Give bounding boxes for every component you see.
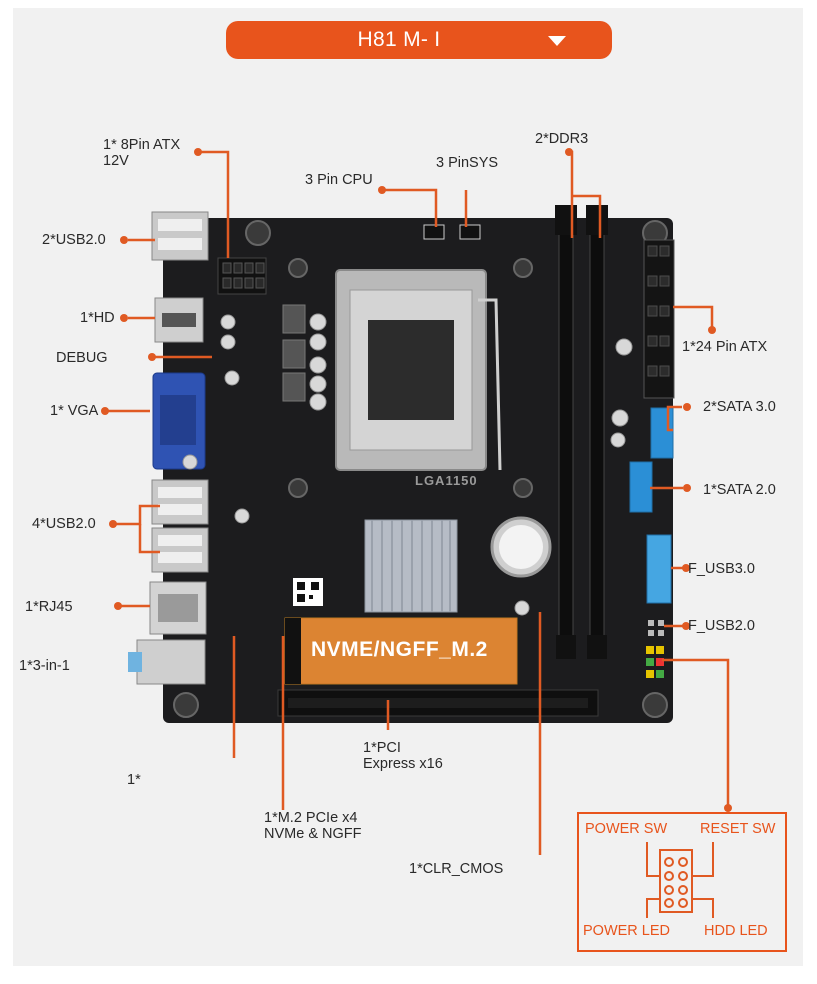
label-rj45: 1*RJ45 <box>25 599 73 615</box>
socket-label: LGA1150 <box>415 473 478 488</box>
model-title: H81 M- I <box>357 28 441 51</box>
label-audio: 1*3-in-1 <box>19 658 70 674</box>
label-front-usb2: F_USB2.0 <box>688 618 755 634</box>
vrm-chokes <box>282 304 306 402</box>
label-one-star: 1* <box>127 772 141 788</box>
caret-down-icon <box>548 36 566 46</box>
label-debug: DEBUG <box>56 350 108 366</box>
label-hd: 1*HD <box>80 310 115 326</box>
callout-lines <box>108 150 730 855</box>
legend-reset-sw: RESET SW <box>700 821 776 837</box>
audio-port <box>136 639 206 685</box>
dimm-slot-2 <box>589 231 605 653</box>
sata-3-port <box>650 407 674 459</box>
label-sata3: 2*SATA 3.0 <box>703 399 776 415</box>
label-cpu-fan: 3 Pin CPU <box>305 172 373 188</box>
label-sata2: 1*SATA 2.0 <box>703 482 776 498</box>
mounting-holes <box>173 220 668 718</box>
rear-io <box>128 211 209 685</box>
label-sys-fan: 3 PinSYS <box>436 155 499 171</box>
label-ddr3: 2*DDR3 <box>535 131 589 147</box>
usb-port-mid-a <box>151 479 209 525</box>
callout-dots <box>101 148 732 812</box>
label-pcie: 1*PCI Express x16 <box>363 740 443 772</box>
front-usb3-header <box>646 534 672 604</box>
m2-slot-label: NVME/NGFF_M.2 <box>311 638 488 661</box>
label-usb-top: 2*USB2.0 <box>42 232 106 248</box>
legend-hdd-led: HDD LED <box>704 923 768 939</box>
label-atx-24pin: 1*24 Pin ATX <box>682 339 768 355</box>
sys-fan-header <box>459 224 481 240</box>
label-front-usb3: F_USB3.0 <box>688 561 755 577</box>
front-panel-legend <box>577 812 787 952</box>
label-vga: 1* VGA <box>50 403 99 419</box>
legend-power-sw: POWER SW <box>585 821 668 837</box>
label-m2: 1*M.2 PCIe x4 NVMe & NGFF <box>264 810 362 842</box>
usb-port-mid-b <box>151 527 209 573</box>
dimm-slot-1 <box>558 231 574 653</box>
front-panel-pinout <box>646 842 714 918</box>
capacitors <box>182 313 633 616</box>
cpu-fan-header <box>423 224 445 240</box>
label-atx-8pin: 1* 8Pin ATX 12V <box>103 137 181 169</box>
legend-power-led: POWER LED <box>583 923 671 939</box>
model-selector[interactable]: H81 M- I <box>226 21 612 59</box>
sata-2-port <box>629 461 653 513</box>
label-clr-cmos: 1*CLR_CMOS <box>409 861 504 877</box>
label-usb-mid: 4*USB2.0 <box>32 516 96 532</box>
front-panel-pins <box>646 646 664 678</box>
front-usb2-pins <box>648 620 664 636</box>
